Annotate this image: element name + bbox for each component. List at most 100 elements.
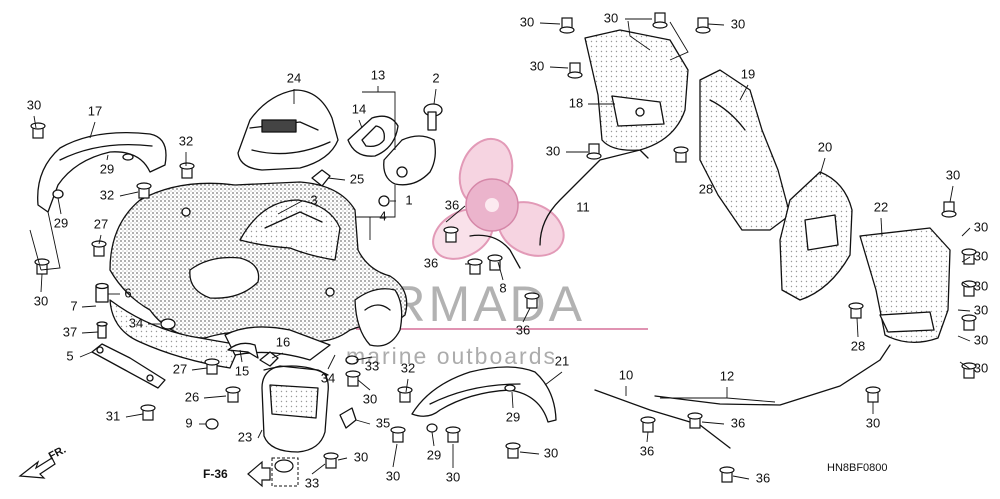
callout-16: 16 bbox=[276, 334, 290, 349]
part-3-front-body bbox=[109, 181, 408, 342]
part-6-7-37-bolts bbox=[95, 282, 176, 339]
part-11-rod bbox=[539, 149, 649, 246]
callout-30: 30 bbox=[386, 468, 400, 483]
part-16-clip bbox=[259, 351, 279, 367]
callout-12: 12 bbox=[720, 368, 734, 383]
callout-3: 3 bbox=[310, 192, 317, 207]
watermark-subtitle: marine outboards bbox=[346, 343, 557, 369]
part-24-upper-cover bbox=[237, 89, 339, 171]
callout-30: 30 bbox=[946, 167, 960, 182]
callout-33: 33 bbox=[365, 358, 379, 373]
callout-30: 30 bbox=[604, 10, 618, 25]
callout-30: 30 bbox=[363, 391, 377, 406]
callout-30: 30 bbox=[354, 449, 368, 464]
propeller-logo bbox=[432, 137, 565, 260]
part-18-side-panel bbox=[584, 29, 689, 151]
callout-34: 34 bbox=[321, 370, 335, 385]
part-25-clip bbox=[311, 169, 331, 187]
part-10-stay bbox=[594, 389, 731, 449]
callout-24: 24 bbox=[287, 70, 301, 85]
callout-31: 31 bbox=[106, 408, 120, 423]
callout-36: 36 bbox=[445, 197, 459, 212]
callout-9: 9 bbox=[185, 415, 192, 430]
ref-label: F-36 bbox=[203, 467, 228, 481]
callout-37: 37 bbox=[63, 324, 77, 339]
part-5-bracket bbox=[91, 343, 166, 389]
callout-30: 30 bbox=[446, 469, 460, 484]
part-12-stay bbox=[654, 344, 891, 406]
part-19-inner-panel bbox=[699, 69, 791, 231]
callout-32: 32 bbox=[179, 133, 193, 148]
fasteners bbox=[30, 12, 977, 483]
callout-29: 29 bbox=[54, 215, 68, 230]
callout-30: 30 bbox=[974, 360, 988, 375]
callout-34: 34 bbox=[129, 315, 143, 330]
callout-30: 30 bbox=[974, 302, 988, 317]
callout-36: 36 bbox=[640, 443, 654, 458]
callout-36: 36 bbox=[756, 470, 770, 485]
part-17-fender-guard bbox=[37, 131, 167, 213]
callout-30: 30 bbox=[974, 332, 988, 347]
callout-33: 33 bbox=[305, 475, 319, 490]
callout-15: 15 bbox=[235, 363, 249, 378]
callout-26: 26 bbox=[185, 389, 199, 404]
callout-19: 19 bbox=[741, 66, 755, 81]
callout-36: 36 bbox=[424, 255, 438, 270]
callout-36: 36 bbox=[516, 322, 530, 337]
callout-28: 28 bbox=[851, 338, 865, 353]
callout-30: 30 bbox=[34, 293, 48, 308]
part-20-panel bbox=[779, 171, 853, 301]
callout-21: 21 bbox=[555, 353, 569, 368]
front-label: FR. bbox=[47, 444, 68, 463]
callout-6: 6 bbox=[124, 285, 131, 300]
callout-27: 27 bbox=[173, 361, 187, 376]
part-21-front-fender bbox=[411, 366, 557, 423]
callout-29: 29 bbox=[506, 409, 520, 424]
callout-22: 22 bbox=[874, 199, 888, 214]
ref-box: F-36 bbox=[203, 457, 299, 488]
callout-30: 30 bbox=[546, 143, 560, 158]
callout-23: 23 bbox=[238, 429, 252, 444]
callout-35: 35 bbox=[376, 415, 390, 430]
callout-20: 20 bbox=[818, 139, 832, 154]
callout-29: 29 bbox=[100, 161, 114, 176]
callout-29: 29 bbox=[427, 447, 441, 462]
callout-30: 30 bbox=[27, 97, 41, 112]
part-22-side-cover bbox=[859, 227, 951, 343]
callout-30: 30 bbox=[544, 445, 558, 460]
callout-25: 25 bbox=[350, 171, 364, 186]
parts-art bbox=[37, 29, 951, 453]
callout-7: 7 bbox=[70, 298, 77, 313]
leader-lines bbox=[29, 18, 971, 480]
callout-2: 2 bbox=[432, 70, 439, 85]
callout-1: 1 bbox=[405, 192, 412, 207]
callout-30: 30 bbox=[974, 219, 988, 234]
callout-labels: 30 30 30 30 1 8 19 30 28 11 20 22 30 30 30 30 30 30 30 28 30… bbox=[27, 10, 988, 490]
callout-10: 10 bbox=[619, 367, 633, 382]
part-8-rod bbox=[469, 234, 521, 269]
diagram-code: HN8BF0800 bbox=[827, 462, 888, 474]
part-15-clip bbox=[227, 342, 259, 359]
part-23-tool-case bbox=[261, 365, 329, 453]
callout-5: 5 bbox=[66, 348, 73, 363]
part-35-clip bbox=[339, 407, 357, 429]
callout-8: 8 bbox=[499, 280, 506, 295]
callout-28: 28 bbox=[699, 181, 713, 196]
callout-32: 32 bbox=[100, 187, 114, 202]
part-13-panel bbox=[383, 135, 436, 186]
callout-30: 30 bbox=[974, 278, 988, 293]
callout-27: 27 bbox=[94, 216, 108, 231]
callout-30: 30 bbox=[974, 248, 988, 263]
part-1-grommet bbox=[378, 195, 390, 207]
callout-11: 11 bbox=[576, 199, 590, 214]
callout-30: 30 bbox=[731, 16, 745, 31]
front-arrow: FR. bbox=[18, 444, 68, 479]
callout-14: 14 bbox=[352, 101, 366, 116]
part-14-panel bbox=[347, 115, 399, 157]
callout-36: 36 bbox=[731, 415, 745, 430]
callout-30: 30 bbox=[866, 415, 880, 430]
callout-13: 13 bbox=[371, 67, 385, 82]
callout-30: 30 bbox=[530, 58, 544, 73]
callout-17: 17 bbox=[88, 103, 102, 118]
